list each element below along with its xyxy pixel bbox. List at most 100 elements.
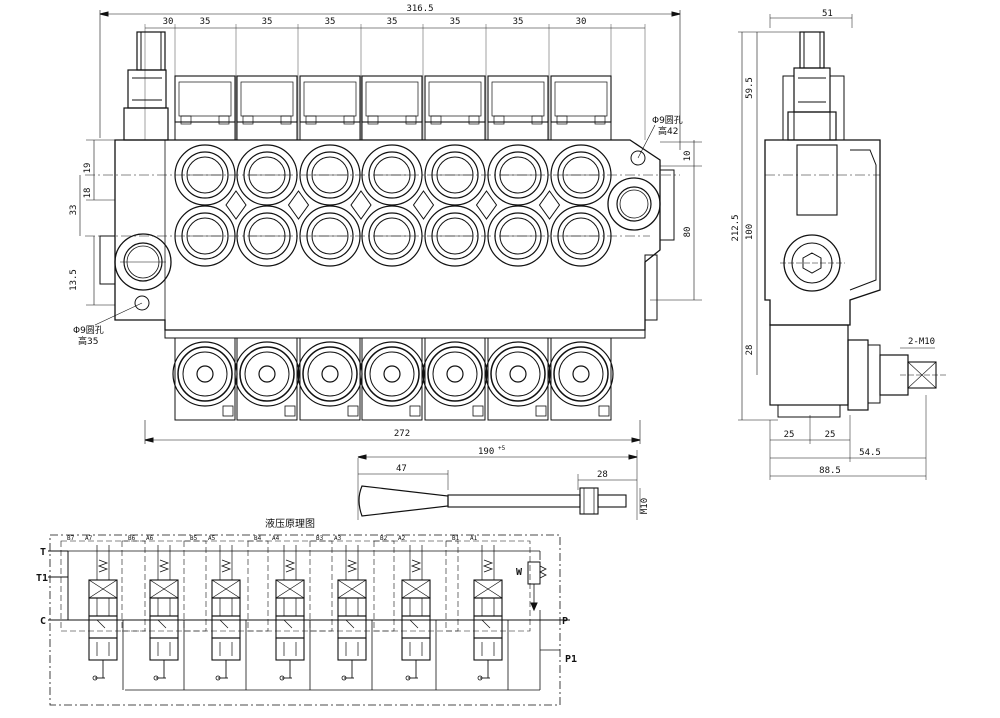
ports-row-a — [174, 144, 612, 206]
spool-top-cap — [236, 75, 298, 141]
side-dim-54-5: 54.5 — [859, 448, 881, 458]
port — [236, 144, 298, 206]
spool-top-cap — [487, 75, 549, 141]
port-p1-label: P1 — [565, 654, 577, 665]
handle-end-length: 28 — [597, 470, 608, 480]
section-a-label: A5 — [208, 535, 216, 542]
web — [475, 190, 498, 220]
handle-lever: 190 +5 47 28 M10 — [357, 445, 650, 520]
port-t1-label: T1 — [36, 573, 48, 584]
hole-note-bottom-line2: 高35 — [78, 335, 98, 347]
dim-right: 10 80 — [650, 140, 702, 301]
spool-lower-cap — [297, 337, 363, 421]
spool-lower-cap — [485, 337, 551, 421]
handle-tolerance: +5 — [498, 445, 506, 452]
section-b-label: B7 — [67, 535, 75, 542]
right-dim-10: 10 — [683, 151, 693, 162]
spacing-label: 30 — [163, 17, 174, 27]
side-dim-100: 100 — [745, 224, 755, 240]
port-c-label: C — [40, 616, 46, 627]
spool-lower-caps — [172, 337, 614, 421]
schematic-section: B5 A5 — [183, 535, 269, 690]
section-a-label: A3 — [334, 535, 342, 542]
left-dim-19: 19 — [83, 163, 93, 174]
inlet-port-p — [114, 233, 172, 291]
side-dim-25b: 25 — [825, 430, 836, 440]
side-dim-25a: 25 — [784, 430, 795, 440]
section-a-label: A6 — [146, 535, 154, 542]
relief-label: W — [516, 567, 523, 578]
port-p-label: P — [562, 616, 568, 627]
port — [236, 205, 298, 267]
spool-top-cap — [174, 75, 236, 141]
section-b-label: B3 — [316, 535, 324, 542]
handle-grip-length: 47 — [396, 464, 407, 474]
section-b-label: B2 — [380, 535, 388, 542]
mount-hole-top — [630, 150, 646, 166]
section-b-label: B4 — [254, 535, 262, 542]
side-dim-212-5: 212.5 — [731, 214, 741, 241]
port — [487, 144, 549, 206]
web — [225, 190, 247, 220]
hole-note-top-line1: Φ9圆孔 — [652, 115, 683, 126]
mount-hole-bottom — [134, 295, 150, 311]
schematic-title: 液压原理图 — [265, 517, 315, 530]
spool-lower-cap — [234, 337, 300, 421]
port — [361, 205, 423, 267]
relief-valve-symbol: W — [516, 561, 547, 612]
right-dim-80: 80 — [683, 227, 693, 238]
spacing-label: 35 — [450, 17, 461, 27]
left-dim-13-5: 13.5 — [69, 269, 79, 291]
left-dim-33: 33 — [69, 205, 79, 216]
spool-lower-cap — [548, 337, 614, 421]
section-b-label: B5 — [190, 535, 198, 542]
port — [174, 205, 236, 267]
side-dim-59-5: 59.5 — [745, 77, 755, 99]
spacing-label: 35 — [262, 17, 273, 27]
hole-note-top-line2: 高42 — [658, 125, 678, 137]
web — [412, 190, 435, 220]
side-dim-88-5: 88.5 — [819, 466, 841, 476]
outlet-port-t — [607, 177, 661, 231]
side-dim-28: 28 — [745, 345, 755, 356]
port — [550, 205, 612, 267]
schematic-section: B2 A2 — [373, 535, 459, 690]
spool-top-cap — [299, 75, 361, 141]
spool-top-cap — [424, 75, 486, 141]
web — [350, 190, 372, 220]
port — [174, 144, 236, 206]
section-a-label: A2 — [398, 535, 406, 542]
side-view: 51 2-M10 — [731, 9, 946, 480]
hole-note-top: Φ9圆孔 高42 — [637, 115, 683, 159]
handle-thread: M10 — [640, 498, 650, 514]
dim-left: 19 18 33 13.5 — [69, 139, 115, 306]
section-b-label: B1 — [452, 535, 460, 542]
spool-top-caps — [174, 75, 612, 141]
section-a-label: A7 — [85, 535, 93, 542]
handle-length: 190 — [478, 447, 494, 457]
port — [550, 144, 612, 206]
section-a-label: A4 — [272, 535, 280, 542]
port — [424, 144, 486, 206]
spacing-label: 35 — [513, 17, 524, 27]
schematic-section: B3 A3 — [309, 535, 395, 690]
port — [361, 144, 423, 206]
spool-lower-cap — [422, 337, 488, 421]
web — [287, 190, 310, 220]
spool-top-cap — [550, 75, 612, 141]
port-t-label: T — [40, 547, 46, 558]
port — [424, 205, 486, 267]
hole-note-bottom-line1: Φ9圆孔 — [73, 325, 104, 336]
spacing-label: 30 — [576, 17, 587, 27]
hole-note-bottom: Φ9圆孔 高35 — [73, 302, 143, 347]
left-dim-18: 18 — [83, 188, 93, 199]
port — [299, 205, 361, 267]
spool-top-cap — [361, 75, 423, 141]
